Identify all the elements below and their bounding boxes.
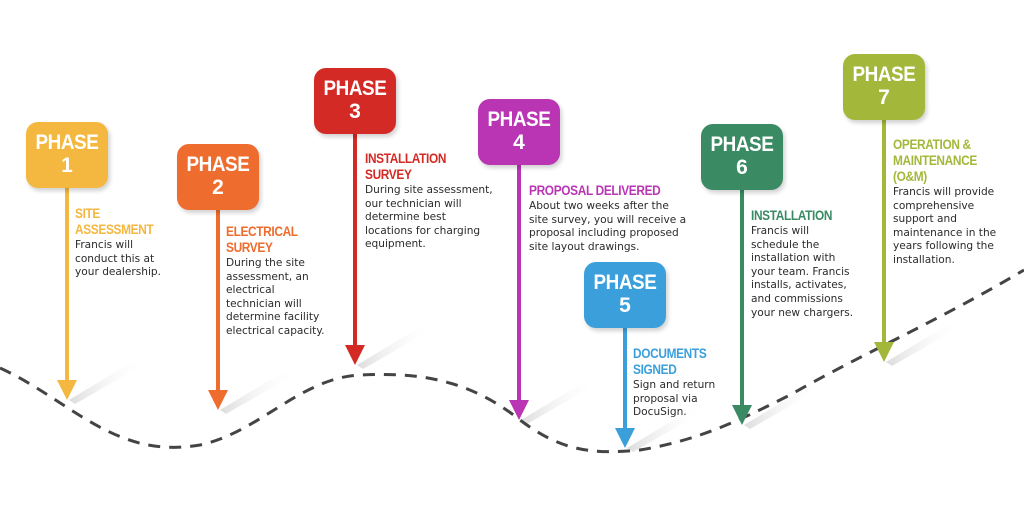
phase-5-word: PHASE <box>593 271 657 294</box>
phase-6-title: INSTALLATION <box>751 208 833 223</box>
phase-2-text: ELECTRICAL SURVEY During the site assess… <box>226 224 338 339</box>
phase-7-number: 7 <box>878 86 890 109</box>
phase-3-title: INSTALLATION SURVEY <box>365 151 447 182</box>
pin-shadow <box>69 358 145 404</box>
phase-3-text: INSTALLATION SURVEY During site assessme… <box>365 151 505 252</box>
phase-5-arrowhead <box>615 428 635 448</box>
phase-1-number: 1 <box>61 154 73 177</box>
phase-7-description: Francis will provide comprehensive suppo… <box>893 186 997 266</box>
phase-4-word: PHASE <box>487 108 551 131</box>
phase-2-number: 2 <box>212 176 224 199</box>
phase-7-badge: PHASE 7 <box>843 54 925 120</box>
phase-2-description: During the site assessment, an electrica… <box>226 257 325 337</box>
phase-3-word: PHASE <box>323 77 387 100</box>
pin-shadow <box>886 320 962 366</box>
phase-7-text: OPERATION & MAINTENANCE (O&M) Francis wi… <box>893 137 1018 268</box>
phase-3-description: During site assessment, our technician w… <box>365 184 493 251</box>
phase-6-arrowhead <box>732 405 752 425</box>
phase-6-text: INSTALLATION Francis will schedule the i… <box>751 208 876 320</box>
phase-1-description: Francis will conduct this at your dealer… <box>75 239 162 279</box>
phase-5-description: Sign and return proposal via DocuSign. <box>633 379 716 419</box>
pin-shadow <box>220 368 296 414</box>
phase-2-title: ELECTRICAL SURVEY <box>226 224 298 255</box>
phase-4-arrowhead <box>509 400 529 420</box>
phase-4-number: 4 <box>513 131 525 154</box>
phase-3-number: 3 <box>349 100 361 123</box>
phase-2-arrowhead <box>208 390 228 410</box>
phase-3-badge: PHASE 3 <box>314 68 396 134</box>
pin-shadow <box>357 323 433 369</box>
phase-7-title: OPERATION & MAINTENANCE (O&M) <box>893 137 977 184</box>
phase-1-text: SITE ASSESSMENT Francis will conduct thi… <box>75 206 185 280</box>
phase-7-word: PHASE <box>852 63 916 86</box>
phase-3-arrowhead <box>345 345 365 365</box>
pin-shadow <box>627 406 703 452</box>
phase-5-title: DOCUMENTS SIGNED <box>633 346 707 377</box>
phase-4-title: PROPOSAL DELIVERED <box>529 183 661 198</box>
phase-4-badge: PHASE 4 <box>478 99 560 165</box>
phase-5-badge: PHASE 5 <box>584 262 666 328</box>
phase-2-badge: PHASE 2 <box>177 144 259 210</box>
phase-4-description: About two weeks after the site survey, y… <box>529 200 687 253</box>
phase-2-word: PHASE <box>186 153 250 176</box>
phase-6-badge: PHASE 6 <box>701 124 783 190</box>
pin-shadow <box>521 378 597 424</box>
phase-1-title: SITE ASSESSMENT <box>75 206 154 237</box>
phase-6-number: 6 <box>736 156 748 179</box>
phase-5-number: 5 <box>619 294 631 317</box>
phase-5-text: DOCUMENTS SIGNED Sign and return proposa… <box>633 346 733 420</box>
phase-7-arrowhead <box>874 342 894 362</box>
pin-shadow <box>744 383 820 429</box>
phase-6-word: PHASE <box>710 133 774 156</box>
phase-1-badge: PHASE 1 <box>26 122 108 188</box>
phase-1-arrowhead <box>57 380 77 400</box>
phase-4-text: PROPOSAL DELIVERED About two weeks after… <box>529 183 689 254</box>
phase-1-word: PHASE <box>35 131 99 154</box>
phase-6-description: Francis will schedule the installation w… <box>751 225 854 319</box>
